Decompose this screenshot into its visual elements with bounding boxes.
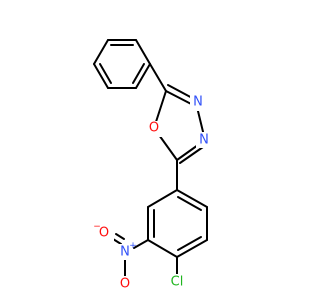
bond	[135, 39, 151, 65]
double-bond-inner	[132, 63, 145, 84]
bond	[133, 239, 149, 249]
atom-o-nitro-lower: O	[117, 276, 133, 292]
atom-label: N	[199, 133, 209, 148]
atom-label: O	[120, 277, 130, 292]
chloronitrophenyl-ring	[147, 189, 208, 258]
phenyl-ring	[93, 39, 151, 89]
atom-cl: Cl	[167, 274, 187, 290]
double-bond-inner	[177, 196, 202, 211]
bond	[135, 63, 151, 89]
bond	[176, 239, 208, 258]
atom-label: O	[149, 121, 159, 136]
atom-n-ring-upper: N	[190, 95, 206, 111]
bond	[93, 39, 109, 65]
atom-n-ring-lower: N	[196, 132, 212, 148]
atom-label: N	[193, 95, 203, 110]
atom-n-nitro: N +	[117, 241, 137, 260]
atom-label: Cl	[171, 275, 184, 290]
charge-label: +	[129, 241, 137, 251]
bond	[93, 63, 109, 89]
molecule-canvas: O N N N + O − O Cl	[93, 39, 212, 292]
bond	[176, 189, 208, 208]
structure-diagram: O N N N + O − O Cl	[93, 39, 212, 292]
bond	[149, 63, 167, 92]
charge-label: −	[93, 222, 101, 232]
double-bond-inner	[99, 63, 112, 84]
atom-label: N	[120, 245, 130, 260]
atom-o-nitro-upper: O −	[93, 222, 114, 241]
double-bond-inner	[177, 236, 202, 251]
bond	[147, 239, 178, 258]
bond	[112, 238, 122, 245]
atom-label: O	[99, 226, 109, 241]
double-bond-inner	[179, 146, 204, 164]
bond	[115, 233, 125, 240]
bond	[147, 189, 178, 208]
atom-o-ring: O	[146, 121, 162, 137]
